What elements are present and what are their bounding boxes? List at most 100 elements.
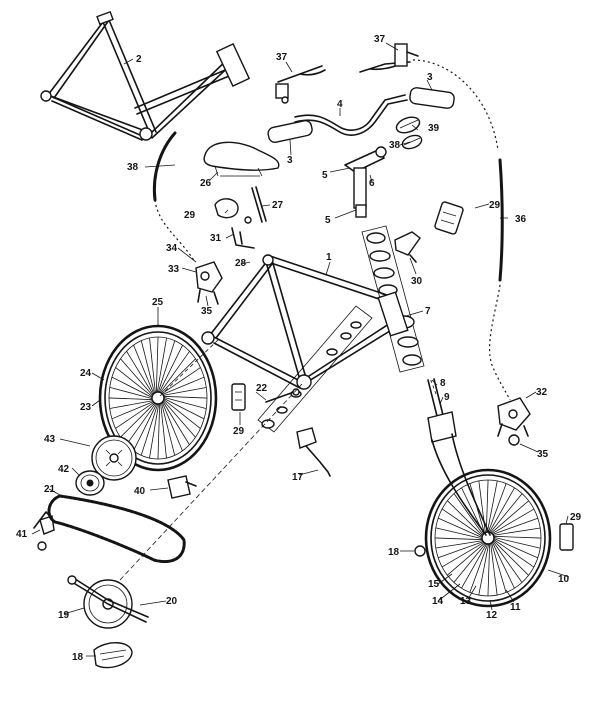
spoke (161, 401, 183, 452)
spoke (492, 539, 529, 576)
callout-30: 30 (411, 276, 423, 287)
spoke (160, 358, 196, 394)
callout-29: 29 (233, 426, 245, 437)
spoke (159, 351, 190, 394)
callout-36: 36 (515, 214, 527, 225)
spoke (490, 541, 507, 593)
spoke (478, 480, 486, 534)
spoke (489, 493, 523, 534)
spoke (133, 344, 155, 395)
shifter-part-40 (167, 475, 197, 499)
spoke (140, 402, 159, 456)
axle-part-22 (265, 388, 300, 403)
callout-11: 11 (510, 602, 521, 613)
spoke (162, 399, 196, 438)
callout-8: 8 (440, 378, 446, 389)
spoke (108, 397, 154, 401)
callout-27: 27 (272, 200, 284, 211)
spoke (492, 540, 523, 583)
spoke (162, 396, 207, 410)
spoke (492, 538, 535, 568)
callout-20: 20 (166, 596, 178, 607)
spoke (109, 386, 154, 400)
spoke (115, 367, 154, 398)
spoke (109, 400, 154, 409)
reflector-part-29-right (434, 201, 464, 235)
bracket-part-30 (394, 231, 421, 263)
callout-3: 3 (427, 72, 433, 83)
callout-23: 23 (80, 402, 92, 413)
seat-part-26 (203, 141, 280, 177)
spoke (441, 541, 485, 568)
callout-42: 42 (58, 464, 70, 475)
spoke (491, 517, 538, 536)
callout-4: 4 (337, 99, 343, 110)
callout-26: 26 (200, 178, 212, 189)
spoke (111, 376, 154, 399)
callout-2: 2 (136, 54, 142, 65)
callout-17: 17 (292, 472, 304, 483)
frame-part-2 (40, 10, 251, 141)
callout-10: 10 (558, 574, 570, 585)
spoke (435, 527, 484, 540)
callout-18: 18 (388, 547, 400, 558)
alignment-leaders (119, 337, 437, 581)
callout-5: 5 (325, 215, 331, 226)
callout-9: 9 (444, 392, 450, 403)
caliper-brake-part-32-35 (497, 397, 531, 446)
fork-part-8-9 (427, 378, 491, 536)
pedal-part-18-front (414, 545, 426, 557)
spoke (120, 402, 156, 438)
spoke (438, 540, 485, 559)
spoke (162, 387, 207, 396)
spoke (149, 402, 160, 459)
spoke (453, 542, 487, 583)
spoke (441, 508, 484, 538)
callout-7: 7 (425, 306, 431, 317)
callout-25: 25 (152, 297, 164, 308)
callout-43: 43 (44, 434, 56, 445)
spoke (158, 345, 183, 394)
spoke (162, 398, 201, 429)
spoke (140, 340, 156, 395)
callout-32: 32 (536, 387, 548, 398)
callout-15: 15 (428, 579, 440, 590)
spoke (120, 358, 154, 397)
callout-35: 35 (537, 449, 549, 460)
main-frame-part-1 (201, 254, 409, 390)
callout-29: 29 (570, 512, 582, 523)
spoke (492, 536, 541, 549)
spoke (160, 402, 167, 459)
handlebar-part-4 (267, 87, 455, 143)
spoke (486, 480, 498, 534)
spoke (126, 351, 155, 396)
callout-38: 38 (127, 162, 139, 173)
callout-39: 39 (428, 123, 440, 134)
reflector-part-29-lower (231, 383, 246, 411)
spoke (453, 493, 484, 536)
derailleur-part-41 (33, 511, 55, 551)
spoke (487, 542, 491, 597)
spoke (157, 340, 176, 394)
callout-5: 5 (322, 170, 328, 181)
caliper-brake-part-33-35 (195, 261, 223, 305)
callout-40: 40 (134, 486, 146, 497)
callout-19: 19 (58, 610, 70, 621)
spoke (133, 402, 158, 451)
callout-3: 3 (287, 155, 293, 166)
spoke (488, 487, 515, 534)
spoke (111, 400, 155, 420)
brake-lever-part-37-right (359, 43, 419, 73)
reflector-part-29-31 (214, 198, 255, 249)
spoke (469, 542, 489, 593)
spoke (492, 537, 538, 559)
callout-22: 22 (256, 383, 268, 394)
spoke (126, 402, 157, 445)
spoke (447, 542, 486, 576)
spoke (156, 337, 167, 394)
reflector-bracket-part-38-39 (395, 116, 423, 150)
brake-lever-part-37-left (275, 65, 326, 104)
cables-part-36-38 (152, 59, 511, 401)
spoke (160, 401, 176, 456)
